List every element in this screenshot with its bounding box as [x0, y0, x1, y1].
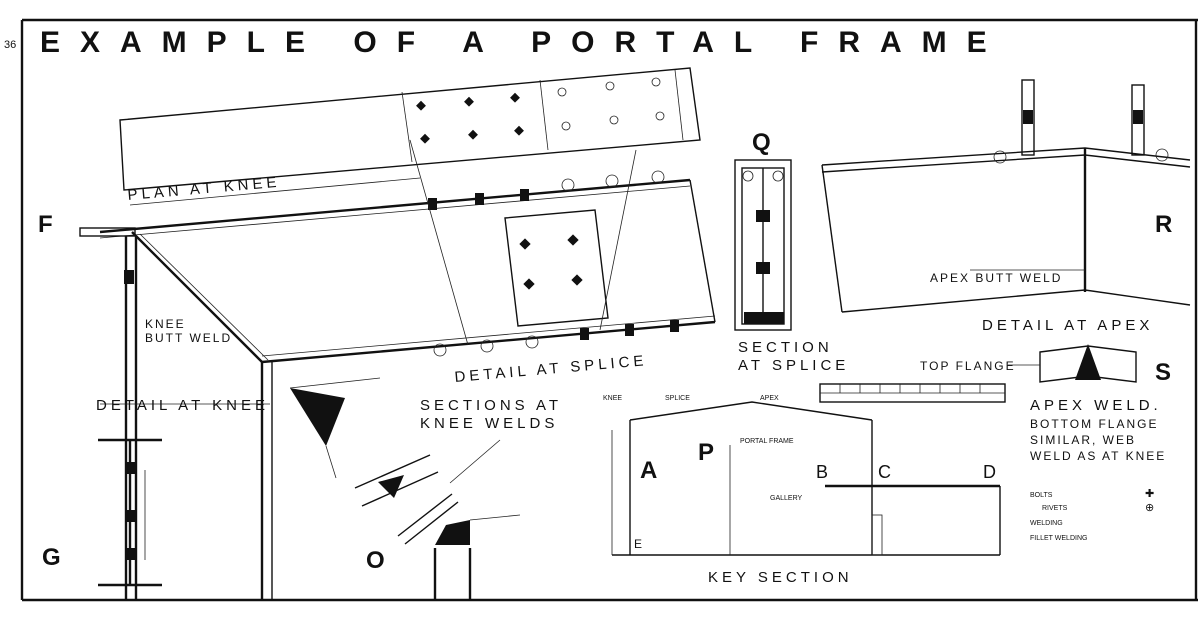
letter-q: Q [752, 129, 771, 156]
key-section-label: KEY SECTION [708, 569, 853, 586]
section-at-splice-label-1: SECTION [738, 339, 833, 356]
sheet-title: EXAMPLE OF A PORTAL FRAME [40, 26, 1007, 59]
detail-at-apex: APEX BUTT WELD DETAIL AT APEX [821, 79, 1191, 334]
plan-at-knee: PLAN AT KNEE [119, 67, 701, 206]
section-at-splice: SECTION AT SPLICE [734, 159, 849, 374]
letter-p: P [698, 439, 714, 466]
scale-bar [819, 383, 1006, 403]
apex-weld-1: APEX WELD. [1030, 397, 1162, 414]
key-apex-label: APEX [760, 395, 779, 402]
letter-e: E [634, 537, 642, 551]
knee-weld-2: BUTT WELD [145, 331, 232, 345]
legend: BOLTS RIVETS WELDING FILLET WELDING ✚ ⊕ [1030, 488, 1154, 542]
sections-at-knee-welds-1: SECTIONS AT [420, 397, 562, 414]
key-splice-label: SPLICE [665, 395, 690, 402]
letter-g: G [42, 544, 61, 571]
detail-at-knee: KNEE BUTT WELD DETAIL AT KNEE [79, 227, 273, 600]
apex-butt-weld-label: APEX BUTT WELD [930, 271, 1062, 285]
letter-c: C [878, 462, 891, 482]
key-portal-frame-label: PORTAL FRAME [740, 438, 794, 445]
key-gallery-label: GALLERY [770, 495, 802, 502]
plan-at-knee-label: PLAN AT KNEE [127, 174, 281, 204]
key-knee-label: KNEE [603, 395, 622, 402]
detail-at-apex-label: DETAIL AT APEX [982, 317, 1153, 334]
top-flange-label: TOP FLANGE [920, 359, 1016, 373]
sections-at-knee-welds-2: KNEE WELDS [420, 415, 558, 432]
letter-b: B [816, 462, 828, 482]
sections-at-knee-welds: SECTIONS AT KNEE WELDS [289, 377, 562, 600]
legend-fillet: FILLET WELDING [1030, 535, 1087, 542]
apex-weld-2: BOTTOM FLANGE [1030, 417, 1158, 431]
letter-f: F [38, 211, 53, 238]
section-at-splice-label-2: AT SPLICE [738, 357, 849, 374]
column-section-g [98, 438, 162, 587]
detail-at-splice-label: DETAIL AT SPLICE [454, 352, 648, 386]
letter-d: D [983, 462, 996, 482]
detail-at-splice: DETAIL AT SPLICE [99, 139, 716, 386]
apex-weld-3: SIMILAR, WEB [1030, 433, 1136, 447]
letter-r: R [1155, 211, 1172, 238]
letter-s: S [1155, 359, 1171, 386]
letter-o: O [366, 547, 385, 574]
legend-rivets: RIVETS [1042, 505, 1068, 512]
letter-a: A [640, 457, 657, 484]
apex-weld: TOP FLANGE APEX WELD. BOTTOM FLANGE SIMI… [920, 344, 1166, 463]
apex-weld-4: WELD AS AT KNEE [1030, 449, 1166, 463]
page-number: 36 [4, 39, 16, 51]
knee-weld-1: KNEE [145, 317, 186, 331]
rivet-symbol-icon: ⊕ [1145, 502, 1154, 514]
bolt-symbol-icon: ✚ [1145, 488, 1154, 500]
detail-at-knee-label: DETAIL AT KNEE [96, 397, 269, 414]
key-section: KNEE SPLICE APEX PORTAL FRAME GALLERY KE… [603, 395, 1001, 586]
legend-bolts: BOLTS [1030, 492, 1053, 499]
legend-welding: WELDING [1030, 520, 1063, 527]
